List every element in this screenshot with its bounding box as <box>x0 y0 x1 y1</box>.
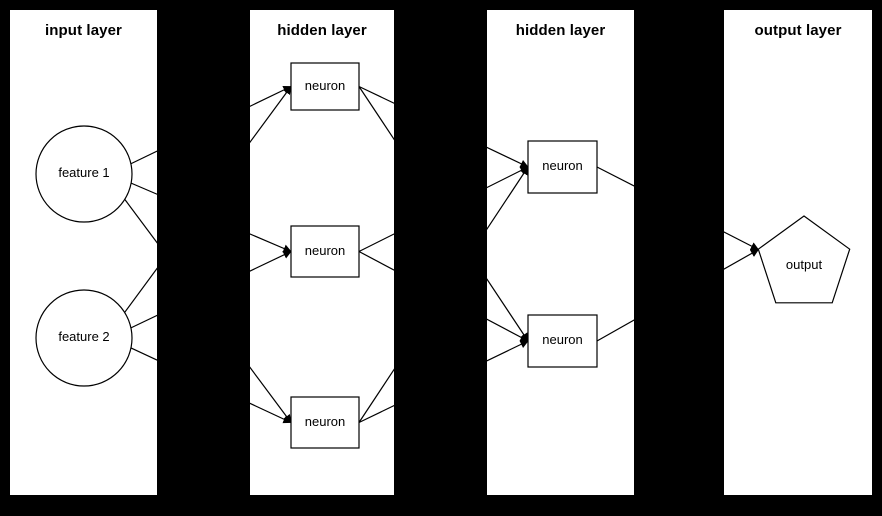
panel-output-layer: output layer <box>724 10 872 495</box>
layer-title-input: input layer <box>45 22 122 39</box>
node-label-neuron: neuron <box>304 413 346 429</box>
node-label-neuron: neuron <box>542 158 583 173</box>
panel-hidden-layer-2: hidden layer <box>487 10 634 495</box>
node-label-output: output <box>785 257 823 272</box>
node-label-neuron: neuron <box>304 242 346 258</box>
layer-title-output: output layer <box>754 22 842 39</box>
node-label-neuron: neuron <box>304 77 346 93</box>
node-label-neuron: neuron <box>542 332 583 347</box>
layer-title-hidden-1: hidden layer <box>277 22 367 39</box>
node-label-feature-1: feature 1 <box>58 165 110 180</box>
node-label-feature-2: feature 2 <box>58 329 110 344</box>
layer-title-hidden-2: hidden layer <box>515 22 606 39</box>
panel-input-layer: input layer <box>10 10 157 495</box>
